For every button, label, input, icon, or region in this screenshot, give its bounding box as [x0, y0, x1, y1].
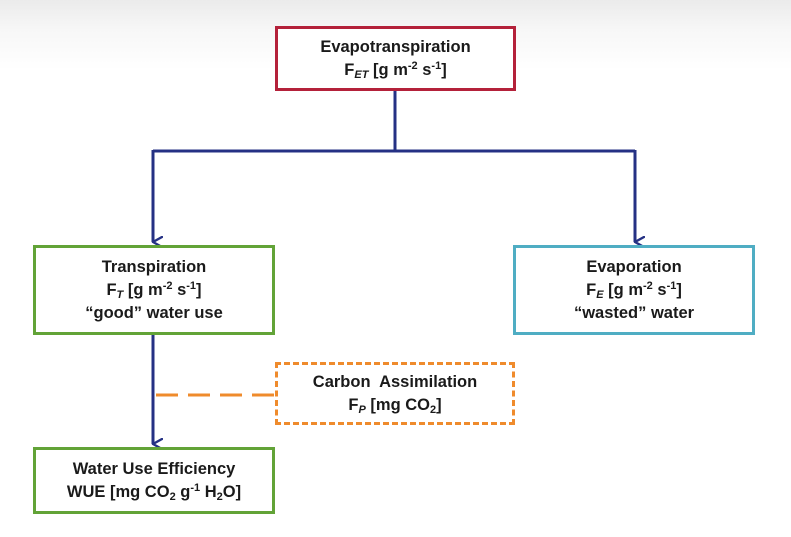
carbon-assimilation-flux-label: FP [mg CO2] [348, 395, 442, 416]
evapotranspiration-flux-label: FET [g m-2 s-1] [344, 59, 447, 81]
water-use-efficiency-box: Water Use Efficiency WUE [mg CO2 g-1 H2O… [33, 447, 275, 514]
evaporation-note: “wasted” water [573, 303, 695, 322]
wue-title: Water Use Efficiency [72, 459, 236, 478]
wue-formula-label: WUE [mg CO2 g-1 H2O] [66, 481, 242, 503]
evapotranspiration-box: Evapotranspiration FET [g m-2 s-1] [275, 26, 516, 91]
transpiration-title: Transpiration [101, 257, 207, 276]
carbon-assimilation-box: Carbon Assimilation FP [mg CO2] [275, 362, 515, 425]
transpiration-box: Transpiration FT [g m-2 s-1] “good” wate… [33, 245, 275, 335]
evaporation-title: Evaporation [586, 257, 682, 276]
carbon-assimilation-title: Carbon Assimilation [312, 372, 478, 391]
evapotranspiration-title: Evapotranspiration [320, 37, 471, 56]
evaporation-box: Evaporation FE [g m-2 s-1] “wasted” wate… [513, 245, 755, 335]
transpiration-flux-label: FT [g m-2 s-1] [106, 279, 202, 301]
transpiration-note: “good” water use [85, 303, 223, 322]
evaporation-flux-label: FE [g m-2 s-1] [586, 279, 682, 301]
